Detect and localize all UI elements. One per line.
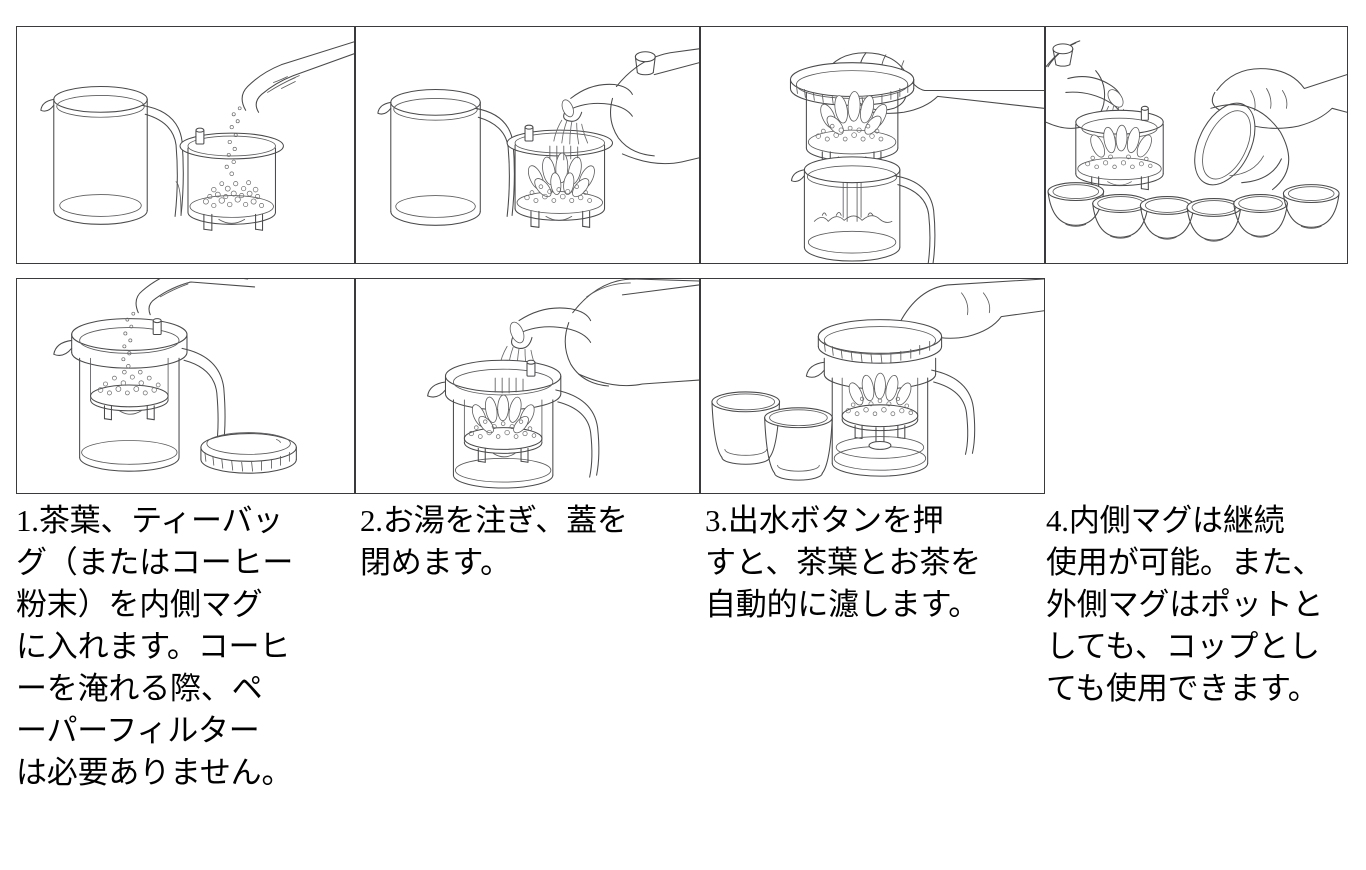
- inner-filter-mug: [179, 127, 284, 231]
- filter-mug-button: [195, 127, 205, 145]
- filter-mug-lid: [817, 319, 943, 364]
- loose-tea-leaves: [202, 180, 264, 209]
- tea-bowl: [1092, 194, 1149, 239]
- steeped-tea-leaves: [815, 91, 888, 142]
- illustration-step3: [789, 52, 1044, 263]
- kettle-lid-knob: [634, 51, 656, 76]
- illustration-step1: [40, 41, 354, 231]
- filter-mug-button: [524, 124, 534, 142]
- outer-mug-tilted: [1194, 102, 1290, 191]
- panel-assembled-add-tea-with-lid-aside: [16, 278, 355, 494]
- inner-filter-mug: [90, 357, 169, 421]
- kettle: [509, 279, 699, 387]
- falling-tea-granules: [121, 311, 136, 369]
- filter-mug-button: [526, 359, 536, 377]
- filter-mug-button: [1140, 105, 1149, 121]
- panel-step4-reuse-inner-and-outer-mug: [1045, 26, 1348, 264]
- lid-ridges: [204, 451, 290, 472]
- illustration-assembled-pour: [427, 279, 699, 489]
- illustration-step2: [377, 48, 699, 228]
- kettle: [561, 48, 699, 165]
- filter-mug-legs: [203, 213, 264, 231]
- filter-mug-legs: [103, 405, 155, 421]
- filter-mug-button: [152, 318, 162, 336]
- outer-glass-pitcher: [790, 156, 936, 263]
- caption-step-4: 4.内側マグは継続 使用が可能。また、 外側マグはポットと しても、コップとし …: [1046, 503, 1324, 706]
- water-into-mug: [494, 377, 524, 394]
- tea-bowl: [1233, 194, 1288, 238]
- loose-tea-leaves: [97, 369, 161, 396]
- panel-assembled-press-button-with-cups: [700, 278, 1045, 494]
- panel-step1-add-tea-leaves: [16, 26, 355, 264]
- illustration-panel-grid: [16, 26, 1348, 494]
- tea-bowl: [1047, 182, 1105, 227]
- caption-step-2: 2.お湯を注ぎ、蓋を 閉めます。: [360, 503, 628, 580]
- outer-glass-pitcher: [377, 88, 515, 226]
- steeped-tea-leaves: [524, 152, 595, 203]
- tea-bag-scoop: [135, 279, 256, 316]
- assembled-teapot: [53, 318, 226, 472]
- caption-step-3: 3.出水ボタンを押 すと、茶葉とお茶を 自動的に濾します。: [705, 503, 981, 622]
- liquid-surface: [813, 212, 893, 223]
- drain-valve-stem: [868, 427, 892, 450]
- tea-bowl: [1282, 184, 1340, 229]
- lid-ridges: [823, 340, 931, 364]
- detached-lid: [200, 432, 297, 474]
- inner-filter-mug: [1075, 105, 1164, 191]
- steeped-tea-leaves: [1085, 124, 1153, 170]
- falling-tea-granules: [224, 106, 242, 176]
- outer-glass-pitcher: [40, 85, 184, 225]
- steeped-tea-leaves: [468, 394, 537, 439]
- panel-assembled-pour-hot-water: [355, 278, 700, 494]
- liquid-surface: [835, 436, 925, 459]
- tea-bowls-row: [1047, 182, 1340, 242]
- illustration-step4: [1046, 40, 1347, 242]
- cup-back: [711, 391, 781, 465]
- assembled-teapot: [805, 319, 976, 477]
- steeped-tea-leaves: [845, 372, 914, 417]
- water-stream: [553, 119, 589, 145]
- tea-bowl: [1186, 198, 1242, 242]
- panel-step3-press-drain-button: [700, 26, 1045, 264]
- cup-front: [764, 407, 833, 481]
- panel-step2-pour-hot-water: [355, 26, 700, 264]
- filter-mug-legs: [530, 210, 591, 228]
- kettle-lid-knob: [1052, 43, 1074, 67]
- water-into-mug: [549, 145, 579, 161]
- inner-filter-mug: [506, 124, 614, 228]
- assembled-teapot: [427, 359, 600, 489]
- caption-step-1: 1.茶葉、ティーバッ グ（またはコーヒー 粉末）を内側マグ に入れます。コーヒ …: [16, 503, 294, 790]
- inner-filter-mug: [463, 399, 543, 463]
- tea-bag-scoop: [241, 41, 354, 113]
- illustration-assembled-add-tea: [53, 279, 297, 474]
- tea-bowl: [1139, 196, 1195, 240]
- illustration-assembled-press: [711, 279, 1044, 481]
- filter-mug-legs: [477, 447, 529, 463]
